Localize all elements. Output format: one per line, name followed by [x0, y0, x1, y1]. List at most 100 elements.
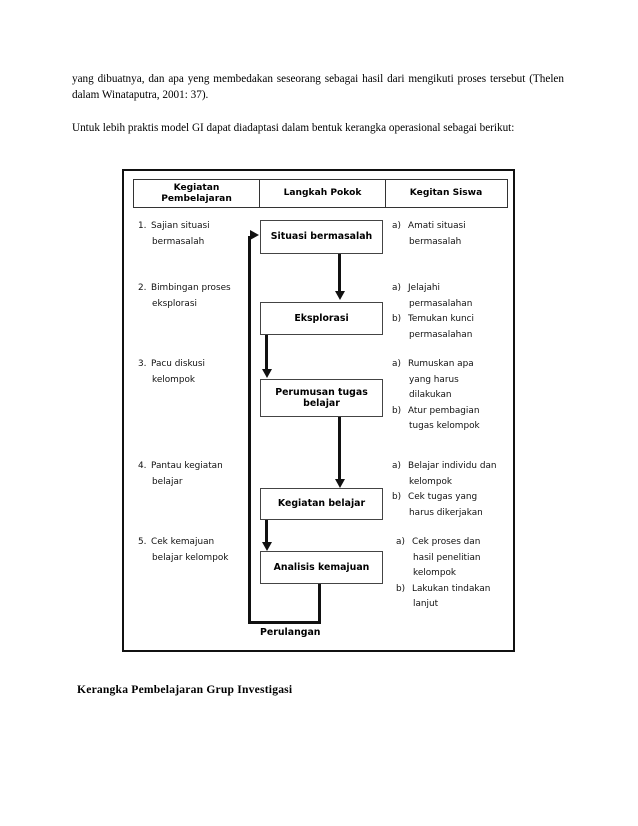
right-entry-line-2: lanjut — [413, 599, 439, 609]
connector-2-3-arrow — [262, 369, 272, 378]
right-entry-line-3: dilakukan — [409, 390, 452, 400]
right-entry-line-1: Cek proses dan — [412, 537, 481, 547]
header-line-1: Langkah Pokok — [283, 188, 362, 198]
right-group-2: a) Jelajahi permasalahan b) Temukan kunci … — [392, 281, 514, 343]
right-entry-label: a) — [396, 537, 405, 547]
right-entry-line-1: Lakukan tindakan — [412, 583, 491, 594]
right-entry-label: a) — [392, 461, 401, 471]
connector-3-4-arrow — [335, 479, 345, 488]
right-entry: b) Temukan kunci permasalahan — [392, 312, 514, 343]
left-item-5: 5. Cek kemajuan belajar kelompok — [138, 535, 260, 566]
connector-3-4-line — [338, 417, 341, 482]
step-box-label: Eksplorasi — [294, 312, 349, 324]
left-item-line-2: belajar — [152, 476, 183, 487]
flowchart-header-table: Kegiatan Pembelajaran Langkah Pokok Kegi… — [133, 179, 508, 208]
header-line-1: Kegiatan — [173, 182, 220, 193]
loop-line-left — [248, 621, 321, 624]
left-item-3: 3. Pacu diskusi kelompok — [138, 357, 260, 388]
right-group-5: a) Cek proses dan hasil penelitian kelomp… — [396, 535, 518, 613]
right-entry-line-2: harus dikerjakan — [409, 507, 483, 518]
step-box-label: Analisis kemajuan — [273, 561, 370, 573]
step-box-perumusan-tugas-belajar: Perumusan tugas belajar — [260, 379, 383, 417]
loop-arrowhead — [250, 230, 259, 240]
connector-2-3-line — [265, 335, 268, 373]
left-item-number: 2. — [138, 283, 147, 293]
header-line-1: Kegitan Siswa — [409, 188, 483, 198]
right-entry-line-2: bermasalah — [409, 236, 462, 247]
step-box-label: Kegiatan belajar — [277, 498, 366, 510]
right-entry-line-1: Cek tugas yang — [408, 492, 478, 502]
flowchart-figure: Kegiatan Pembelajaran Langkah Pokok Kegi… — [122, 169, 515, 652]
right-entry-label: b) — [396, 583, 406, 594]
left-item-2: 2. Bimbingan proses eksplorasi — [138, 281, 260, 312]
connector-1-2-arrow — [335, 291, 345, 300]
left-item-line-1: Pacu diskusi — [151, 359, 206, 369]
right-entry-line-1: Belajar individu dan — [408, 461, 497, 471]
step-box-kegiatan-belajar: Kegiatan belajar — [260, 488, 383, 520]
left-item-line-1: Pantau kegiatan — [151, 461, 223, 471]
left-item-number: 4. — [138, 461, 147, 471]
right-entry: b) Cek tugas yang harus dikerjakan — [392, 490, 514, 521]
connector-4-5-line — [265, 520, 268, 545]
left-item-number: 5. — [138, 537, 147, 547]
connector-1-2-line — [338, 254, 341, 294]
right-entry-label: b) — [392, 492, 402, 502]
right-entry-line-2: kelompok — [409, 476, 453, 487]
loop-label: Perulangan — [260, 627, 321, 638]
right-entry-label: a) — [392, 359, 401, 369]
right-entry-line-1: Temukan kunci — [408, 314, 474, 324]
right-entry-line-2: tugas kelompok — [409, 421, 480, 431]
right-entry-line-1: Amati situasi — [408, 221, 466, 231]
connector-4-5-arrow — [262, 542, 272, 551]
right-entry-line-2: hasil penelitian — [413, 552, 481, 563]
right-entry: b) Lakukan tindakan lanjut — [396, 582, 518, 613]
right-entry-label: b) — [392, 405, 402, 416]
right-entry: a) Jelajahi permasalahan — [392, 281, 514, 312]
left-item-1: 1. Sajian situasi bermasalah — [138, 219, 260, 250]
flowchart-inner: Kegiatan Pembelajaran Langkah Pokok Kegi… — [124, 171, 513, 650]
right-entry-line-1: Jelajahi — [408, 283, 440, 293]
left-item-line-2: bermasalah — [152, 236, 205, 247]
left-item-line-1: Sajian situasi — [151, 221, 210, 231]
right-entry-label: b) — [392, 314, 402, 324]
figure-caption: Kerangka Pembelajaran Grup Investigasi — [77, 683, 293, 696]
step-box-situasi-bermasalah: Situasi bermasalah — [260, 220, 383, 254]
header-cell-langkah-pokok: Langkah Pokok — [260, 180, 386, 207]
loop-line-down — [318, 556, 321, 624]
left-item-number: 1. — [138, 221, 147, 231]
header-cell-kegitan-siswa: Kegitan Siswa — [386, 180, 506, 207]
right-entry-line-2: yang harus — [409, 374, 459, 385]
left-item-4: 4. Pantau kegiatan belajar — [138, 459, 260, 490]
right-entry: a) Belajar individu dan kelompok — [392, 459, 514, 490]
right-entry-label: a) — [392, 221, 401, 231]
header-line-2: Pembelajaran — [161, 193, 232, 204]
header-cell-kegiatan-pembelajaran: Kegiatan Pembelajaran — [134, 180, 260, 207]
left-item-line-2: kelompok — [152, 374, 196, 385]
loop-line-up — [248, 236, 251, 624]
step-box-label-line-1: Perumusan tugas — [275, 386, 368, 398]
right-group-1: a) Amati situasi bermasalah — [392, 219, 514, 250]
left-item-number: 3. — [138, 359, 147, 369]
paragraph-continuation: yang dibuatnya, dan apa yeng membedakan … — [72, 73, 564, 102]
right-entry-line-1: Atur pembagian — [408, 405, 480, 416]
left-item-line-1: Bimbingan proses — [151, 283, 231, 293]
right-group-4: a) Belajar individu dan kelompok b) Cek tu… — [392, 459, 514, 521]
paragraph-intro: Untuk lebih praktis model GI dapat diada… — [72, 122, 515, 134]
right-entry-line-2: permasalahan — [409, 298, 473, 309]
right-entry: b) Atur pembagian tugas kelompok — [392, 404, 514, 435]
right-entry-label: a) — [392, 283, 401, 293]
left-item-line-2: belajar kelompok — [152, 552, 229, 563]
right-entry-line-2: permasalahan — [409, 329, 473, 340]
left-item-line-2: eksplorasi — [152, 298, 197, 309]
step-box-analisis-kemajuan: Analisis kemajuan — [260, 551, 383, 584]
step-box-label: Situasi bermasalah — [270, 231, 373, 243]
right-entry-line-1: Rumuskan apa — [408, 359, 474, 369]
left-item-line-1: Cek kemajuan — [151, 537, 215, 547]
right-entry: a) Amati situasi bermasalah — [392, 219, 514, 250]
right-entry: a) Rumuskan apa yang harus dilakukan — [392, 357, 514, 404]
right-entry: a) Cek proses dan hasil penelitian kelomp… — [396, 535, 518, 582]
right-group-3: a) Rumuskan apa yang harus dilakukan b) At… — [392, 357, 514, 435]
step-box-eksplorasi: Eksplorasi — [260, 302, 383, 335]
right-entry-line-3: kelompok — [413, 568, 457, 578]
